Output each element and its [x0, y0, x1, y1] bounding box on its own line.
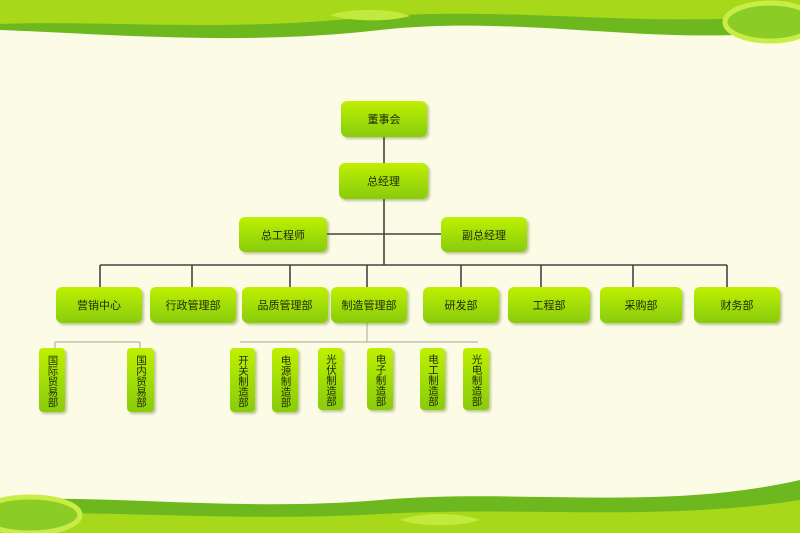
node-sub-pv-mfg[interactable]: 光伏制造部 — [318, 348, 343, 410]
bottom-left-swirl — [0, 494, 83, 533]
node-sub-power-mfg[interactable]: 电源制造部 — [272, 348, 298, 412]
top-right-swirl — [722, 0, 800, 44]
node-sub-electronics-mfg[interactable]: 电子制造部 — [367, 348, 393, 410]
node-dept-rnd[interactable]: 研发部 — [423, 287, 499, 323]
node-dept-purchasing[interactable]: 采购部 — [600, 287, 682, 323]
node-board[interactable]: 董事会 — [341, 101, 427, 137]
node-dept-administration[interactable]: 行政管理部 — [150, 287, 236, 323]
bottom-leaf — [400, 514, 480, 526]
node-sub-electrical-mfg[interactable]: 电工制造部 — [420, 348, 445, 410]
node-sub-switch-mfg[interactable]: 开关制造部 — [230, 348, 255, 412]
node-sub-domestic-trade[interactable]: 国内贸易部 — [127, 348, 154, 412]
node-sub-intl-trade[interactable]: 国际贸易部 — [39, 348, 65, 412]
top-wave-light — [0, 0, 800, 26]
node-chief-engineer[interactable]: 总工程师 — [239, 217, 327, 252]
node-dept-sales-center[interactable]: 营销中心 — [56, 287, 142, 323]
node-dept-quality[interactable]: 品质管理部 — [242, 287, 328, 323]
node-dept-engineering[interactable]: 工程部 — [508, 287, 590, 323]
node-deputy-gm[interactable]: 副总经理 — [441, 217, 527, 252]
node-sub-optoelectronic-mfg[interactable]: 光电制造部 — [463, 348, 489, 410]
node-dept-manufacturing[interactable]: 制造管理部 — [331, 287, 407, 323]
bottom-wave-light — [0, 500, 800, 533]
node-general-manager[interactable]: 总经理 — [339, 163, 428, 199]
node-dept-finance[interactable]: 财务部 — [694, 287, 780, 323]
top-leaf — [330, 9, 410, 21]
